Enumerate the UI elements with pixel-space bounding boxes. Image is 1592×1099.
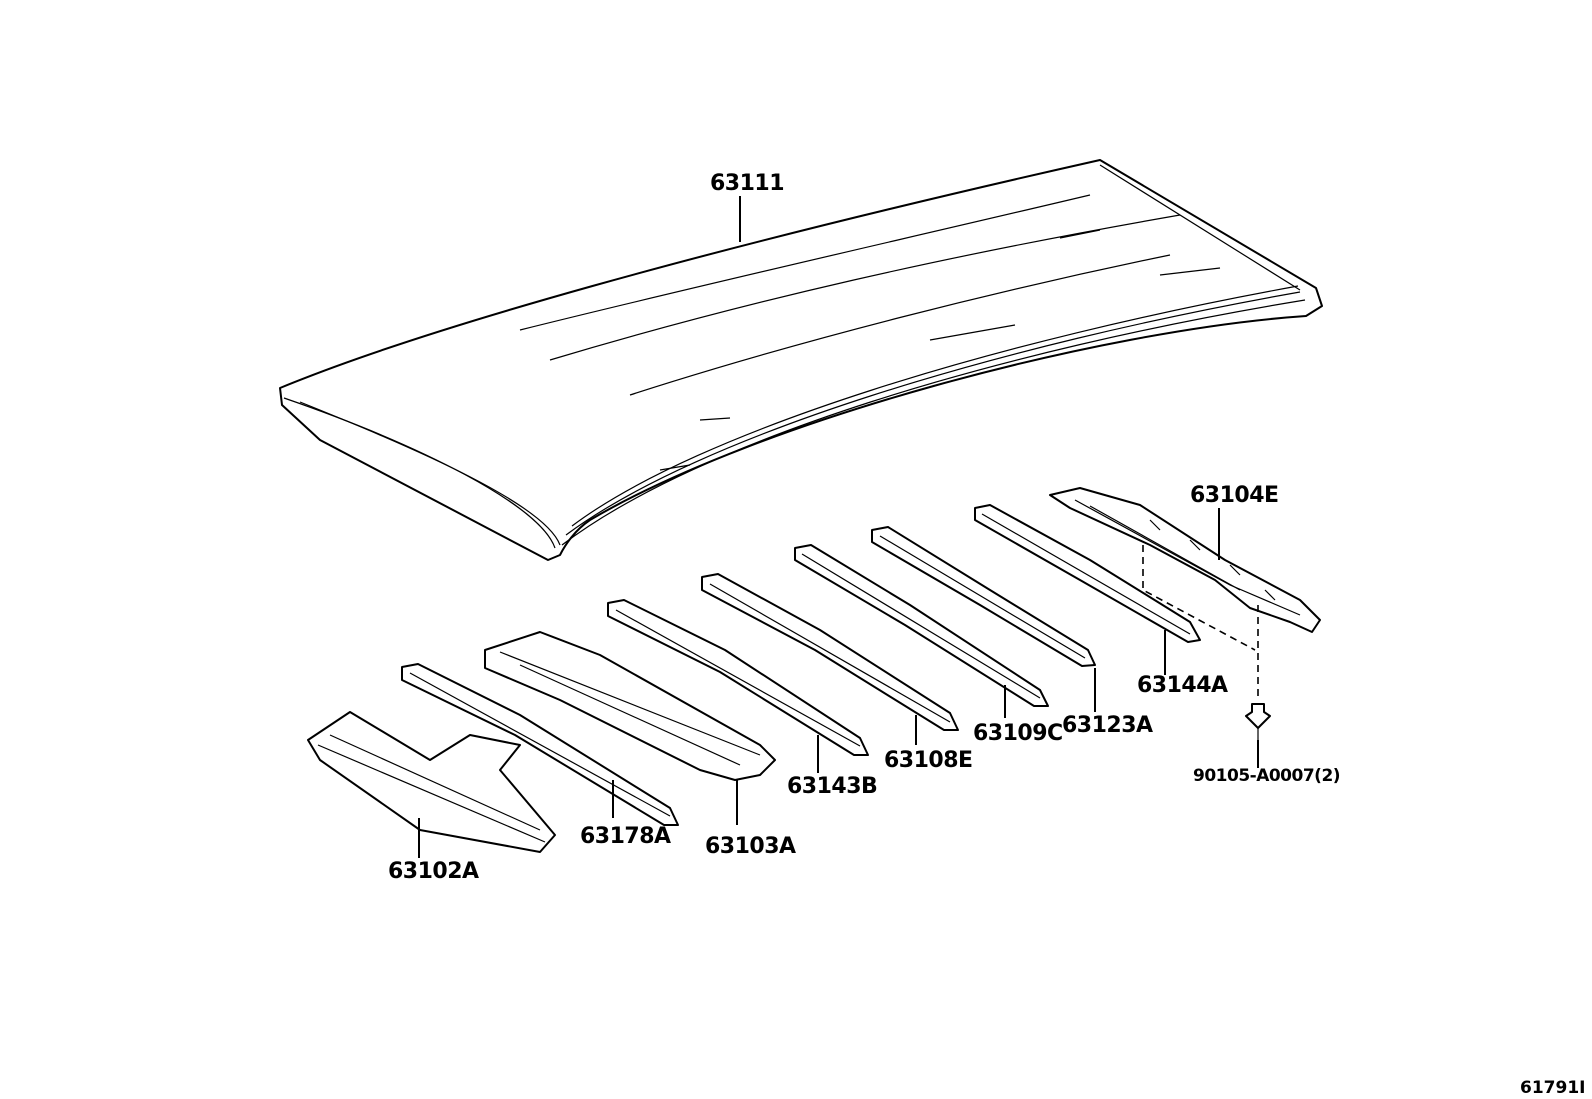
label-63178A: 63178A [580, 824, 671, 849]
label-63102A: 63102A [388, 859, 479, 884]
dashed-guide-header [1142, 545, 1256, 651]
diagram-id: 61791I [1520, 1078, 1585, 1098]
roof-bow-63109C[interactable] [794, 544, 1049, 707]
rear-roof-header-rail[interactable] [1049, 487, 1321, 633]
roof-bow-63144A[interactable] [974, 504, 1201, 643]
label-fastener: 90105-A0007(2) [1193, 766, 1340, 786]
roof-bow-63143B[interactable] [607, 599, 869, 756]
label-63104E: 63104E [1190, 483, 1279, 508]
roof-panel[interactable] [279, 159, 1323, 561]
label-63143B: 63143B [787, 774, 877, 799]
label-63108E: 63108E [884, 748, 973, 773]
fastener-clip[interactable] [1245, 703, 1271, 740]
roof-bow-63123A[interactable] [871, 526, 1096, 667]
roof-bow-63103A[interactable] [484, 631, 776, 781]
label-63103A: 63103A [705, 834, 796, 859]
label-63123A: 63123A [1062, 713, 1153, 738]
label-63109C: 63109C [973, 721, 1063, 746]
front-roof-header-63102A[interactable] [307, 711, 556, 853]
label-63144A: 63144A [1137, 673, 1228, 698]
label-63111: 63111 [710, 171, 784, 196]
roof-bow-63108E[interactable] [701, 573, 959, 731]
roof-bow-63178A[interactable] [401, 663, 679, 826]
